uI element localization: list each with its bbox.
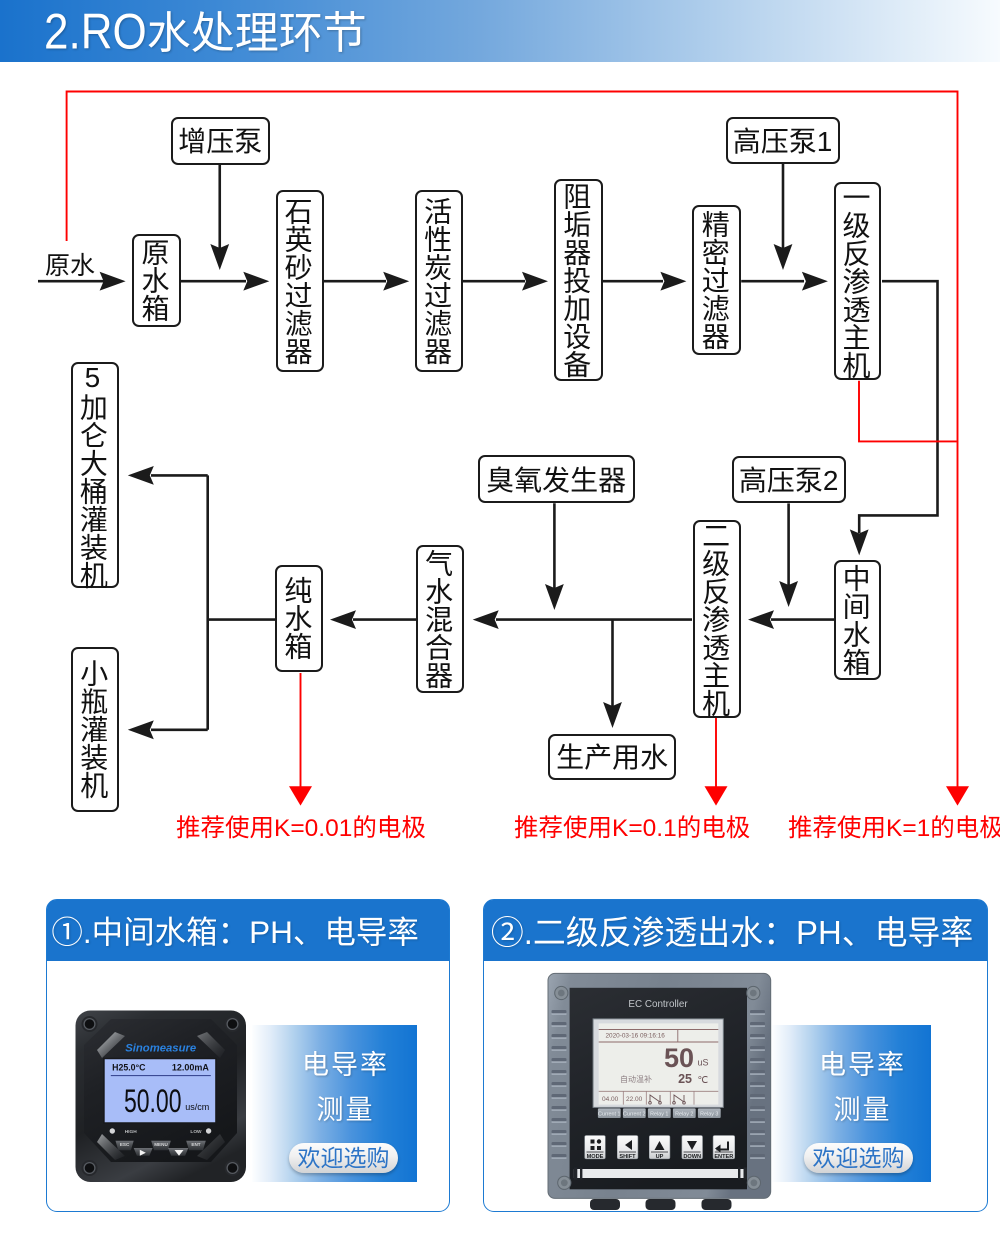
- svg-text:DOWN: DOWN: [683, 1154, 701, 1160]
- svg-text:2020-03-16 09:16:16: 2020-03-16 09:16:16: [605, 1033, 665, 1040]
- svg-text:自动温补: 自动温补: [620, 1074, 652, 1084]
- svg-text:04.00: 04.00: [602, 1096, 619, 1103]
- svg-text:ENTER: ENTER: [714, 1154, 733, 1160]
- svg-text:EC Controller: EC Controller: [628, 999, 688, 1010]
- svg-text:22.00: 22.00: [626, 1096, 643, 1103]
- svg-text:Current 1: Current 1: [598, 1111, 620, 1117]
- svg-text:Sinomeasure: Sinomeasure: [125, 1043, 196, 1055]
- svg-text:HIGH: HIGH: [124, 1129, 137, 1135]
- svg-text:Relay 1: Relay 1: [650, 1111, 668, 1117]
- svg-text:LOW: LOW: [190, 1129, 202, 1135]
- svg-text:MODE: MODE: [586, 1154, 603, 1160]
- svg-text:uS: uS: [697, 1058, 708, 1068]
- svg-text:ESC: ESC: [120, 1142, 130, 1147]
- svg-text:℃: ℃: [697, 1075, 708, 1086]
- svg-text:H25.0°C: H25.0°C: [112, 1063, 146, 1073]
- svg-text:ENT: ENT: [191, 1142, 200, 1147]
- svg-text:SHIFT: SHIFT: [619, 1154, 636, 1160]
- svg-text:us/cm: us/cm: [185, 1102, 209, 1112]
- svg-text:UP: UP: [655, 1154, 663, 1160]
- svg-text:50.00: 50.00: [124, 1082, 182, 1119]
- svg-text:MENU: MENU: [154, 1142, 168, 1147]
- svg-text:Relay 3: Relay 3: [700, 1111, 718, 1117]
- svg-text:50: 50: [664, 1043, 694, 1073]
- svg-text:25: 25: [678, 1072, 692, 1086]
- svg-text:Current 2: Current 2: [623, 1111, 645, 1117]
- svg-text:12.00mA: 12.00mA: [172, 1063, 210, 1073]
- svg-text:Relay 2: Relay 2: [675, 1111, 693, 1117]
